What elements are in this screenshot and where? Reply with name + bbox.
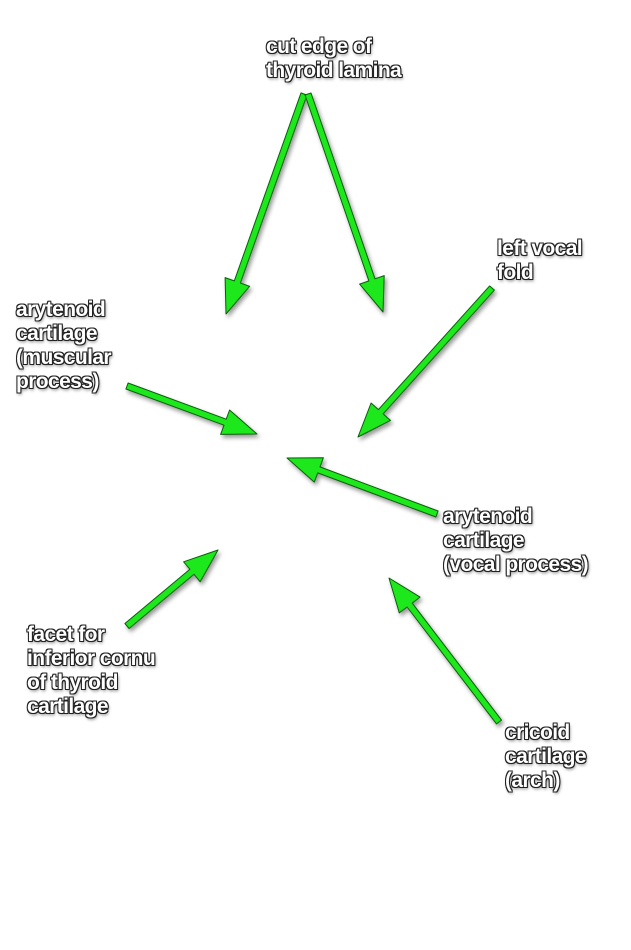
label-line: cartilage xyxy=(505,745,587,768)
label-line: inferior cornu xyxy=(27,647,156,670)
label-cricoid-cartilage-arch: cricoid cartilage (arch) xyxy=(505,721,587,793)
arrow-facet xyxy=(124,549,219,629)
label-line: facet for xyxy=(27,623,105,646)
label-left-vocal-fold: left vocal fold xyxy=(497,237,583,285)
label-line: cricoid xyxy=(505,721,570,744)
label-line: cartilage xyxy=(16,322,98,345)
label-line: thyroid lamina xyxy=(266,59,402,82)
label-line: (vocal process) xyxy=(443,553,589,576)
label-line: arytenoid xyxy=(443,505,533,528)
label-arytenoid-cartilage-vocal-process: arytenoid cartilage (vocal process) xyxy=(443,505,589,577)
label-line: (arch) xyxy=(505,769,560,792)
label-line: of thyroid xyxy=(27,671,118,694)
label-arytenoid-cartilage-muscular-process: arytenoid cartilage (muscular process) xyxy=(16,298,112,394)
label-line: fold xyxy=(497,261,534,284)
arrow-arytenoid-muscular xyxy=(125,382,258,435)
arrow-cricoid xyxy=(388,577,502,725)
label-facet-for-inferior-cornu: facet for inferior cornu of thyroid cart… xyxy=(27,623,156,719)
label-line: cut edge of xyxy=(266,35,372,58)
arrow-cut-edge-left xyxy=(224,92,308,315)
arrow-arytenoid-vocal xyxy=(286,457,439,518)
arrow-left-vocal-fold xyxy=(357,285,495,438)
label-line: left vocal xyxy=(497,237,583,260)
label-line: arytenoid xyxy=(16,298,106,321)
label-line: process) xyxy=(16,370,99,393)
label-line: cartilage xyxy=(27,695,109,718)
arrow-cut-edge-right xyxy=(304,92,385,313)
label-line: cartilage xyxy=(443,529,525,552)
label-line: (muscular xyxy=(16,346,112,369)
label-cut-edge-of-thyroid-lamina: cut edge of thyroid lamina xyxy=(266,35,402,83)
